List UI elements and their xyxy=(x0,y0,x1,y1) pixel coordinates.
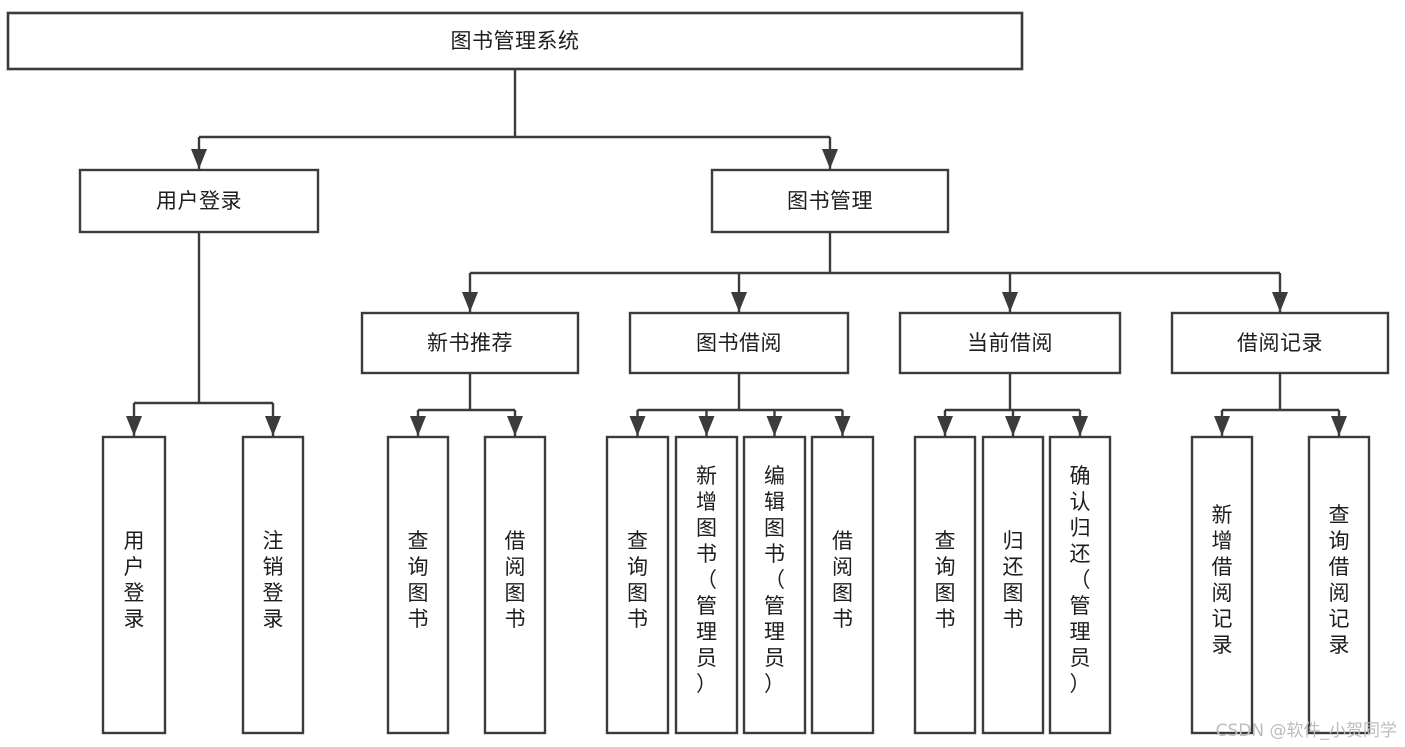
node-new-book-rec-rect[interactable] xyxy=(360,311,580,375)
arrow-head-icon xyxy=(822,149,838,169)
node-new-book-rec-label: 新书推荐 xyxy=(427,331,513,355)
node-leaf-borrow-book-rec-label: 借阅图书 xyxy=(505,529,526,631)
node-leaf-query-book-rec-label: 查询图书 xyxy=(408,529,429,631)
node-borrow-record-label: 借阅记录 xyxy=(1237,331,1323,355)
arrow-head-icon xyxy=(629,416,646,436)
node-book-manage-label: 图书管理 xyxy=(787,189,873,213)
node-book-borrow[interactable]: 图书借阅 xyxy=(628,311,850,375)
node-leaf-return-book-rect[interactable] xyxy=(981,435,1045,735)
node-leaf-add-record-label: 新增借阅记录 xyxy=(1212,503,1233,657)
node-leaf-user-login-rect[interactable] xyxy=(101,435,167,735)
arrow-head-icon xyxy=(265,416,281,436)
node-book-borrow-rect[interactable] xyxy=(628,311,850,375)
node-leaf-user-login-label: 用户登录 xyxy=(124,529,145,631)
node-leaf-confirm-return[interactable]: 确认归还（管理员） xyxy=(1048,435,1112,735)
node-user-login[interactable]: 用户登录 xyxy=(78,168,320,234)
node-root-rect[interactable] xyxy=(6,11,1024,71)
node-current-borrow-label: 当前借阅 xyxy=(967,331,1053,355)
node-leaf-query-book-borrow[interactable]: 查询图书 xyxy=(605,435,670,735)
node-leaf-query-book-current-rect[interactable] xyxy=(913,435,977,735)
arrow-head-icon xyxy=(507,416,523,436)
node-leaf-user-login[interactable]: 用户登录 xyxy=(101,435,167,735)
arrow-head-icon xyxy=(1072,416,1088,436)
node-leaf-return-book-label: 归还图书 xyxy=(1003,529,1024,631)
connector-layer xyxy=(126,69,1347,436)
node-user-login-label: 用户登录 xyxy=(156,189,242,213)
arrow-head-icon xyxy=(1272,292,1288,312)
node-layer: 图书管理系统用户登录图书管理新书推荐图书借阅当前借阅借阅记录用户登录注销登录查询… xyxy=(6,11,1390,735)
node-leaf-query-book-current[interactable]: 查询图书 xyxy=(913,435,977,735)
arrow-head-icon xyxy=(698,416,715,436)
node-user-login-rect[interactable] xyxy=(78,168,320,234)
arrow-head-icon xyxy=(126,416,142,436)
arrow-head-icon xyxy=(1002,292,1018,312)
node-leaf-add-record-rect[interactable] xyxy=(1190,435,1254,735)
node-new-book-rec[interactable]: 新书推荐 xyxy=(360,311,580,375)
node-leaf-query-book-rec-rect[interactable] xyxy=(386,435,450,735)
node-leaf-user-logout-label: 注销登录 xyxy=(263,529,284,631)
node-leaf-add-book-label: 新增图书（管理员） xyxy=(696,464,717,696)
node-leaf-add-record[interactable]: 新增借阅记录 xyxy=(1190,435,1254,735)
node-leaf-user-logout-rect[interactable] xyxy=(241,435,305,735)
node-leaf-edit-book[interactable]: 编辑图书（管理员） xyxy=(742,435,807,735)
node-root-label: 图书管理系统 xyxy=(451,29,580,53)
arrow-head-icon xyxy=(1331,416,1347,436)
node-leaf-edit-book-rect[interactable] xyxy=(742,435,807,735)
node-leaf-confirm-return-rect[interactable] xyxy=(1048,435,1112,735)
node-book-manage-rect[interactable] xyxy=(710,168,950,234)
node-current-borrow[interactable]: 当前借阅 xyxy=(898,311,1122,375)
arrow-head-icon xyxy=(731,292,747,312)
node-book-manage[interactable]: 图书管理 xyxy=(710,168,950,234)
arrow-head-icon xyxy=(834,416,851,436)
node-current-borrow-rect[interactable] xyxy=(898,311,1122,375)
node-leaf-edit-book-label: 编辑图书（管理员） xyxy=(764,464,785,696)
node-leaf-borrow-book-rec[interactable]: 借阅图书 xyxy=(483,435,547,735)
node-leaf-add-book[interactable]: 新增图书（管理员） xyxy=(674,435,739,735)
node-leaf-query-record[interactable]: 查询借阅记录 xyxy=(1307,435,1371,735)
node-borrow-record[interactable]: 借阅记录 xyxy=(1170,311,1390,375)
node-leaf-return-book[interactable]: 归还图书 xyxy=(981,435,1045,735)
node-leaf-borrow-book-rec-rect[interactable] xyxy=(483,435,547,735)
node-borrow-record-rect[interactable] xyxy=(1170,311,1390,375)
node-leaf-query-record-label: 查询借阅记录 xyxy=(1329,503,1350,657)
node-leaf-query-book-rec[interactable]: 查询图书 xyxy=(386,435,450,735)
node-leaf-borrow-book[interactable]: 借阅图书 xyxy=(810,435,875,735)
arrow-head-icon xyxy=(1005,416,1021,436)
node-leaf-query-book-borrow-label: 查询图书 xyxy=(627,529,648,631)
node-leaf-user-logout[interactable]: 注销登录 xyxy=(241,435,305,735)
node-leaf-add-book-rect[interactable] xyxy=(674,435,739,735)
arrow-head-icon xyxy=(1214,416,1230,436)
node-leaf-borrow-book-rect[interactable] xyxy=(810,435,875,735)
node-root[interactable]: 图书管理系统 xyxy=(6,11,1024,71)
node-leaf-confirm-return-label: 确认归还（管理员） xyxy=(1070,464,1091,696)
arrow-head-icon xyxy=(410,416,426,436)
arrow-head-icon xyxy=(766,416,783,436)
node-leaf-query-book-current-label: 查询图书 xyxy=(935,529,956,631)
node-book-borrow-label: 图书借阅 xyxy=(696,331,782,355)
arrow-head-icon xyxy=(191,149,207,169)
node-leaf-borrow-book-label: 借阅图书 xyxy=(832,529,853,631)
node-leaf-query-record-rect[interactable] xyxy=(1307,435,1371,735)
arrow-head-icon xyxy=(937,416,953,436)
node-leaf-query-book-borrow-rect[interactable] xyxy=(605,435,670,735)
arrow-head-icon xyxy=(462,292,478,312)
